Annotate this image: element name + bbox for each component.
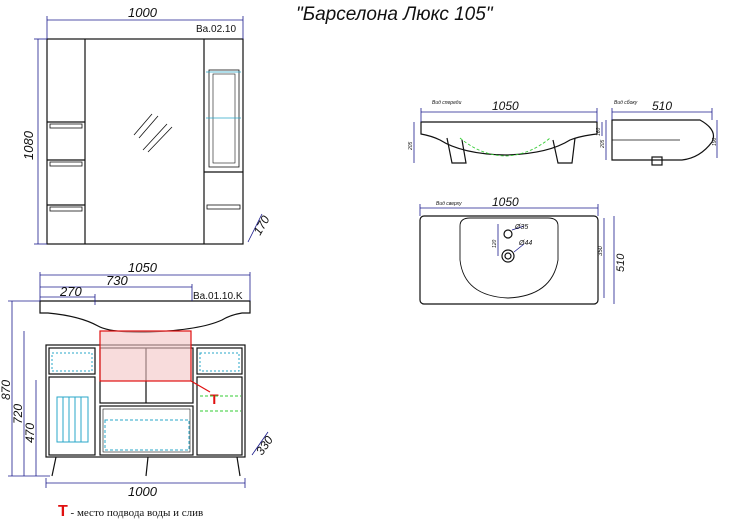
sink-top-hole2-label: Ø44 [518,240,532,247]
sink-top-view-label: Вид сверху [436,201,462,207]
vanity-code-label: Ba.01.10.K [193,291,243,302]
sink-front-view [420,121,598,164]
water-supply-mark-icon: Т [58,503,68,520]
sink-front-width-label: 1050 [492,99,519,113]
vanity-top-width-label: 1050 [128,260,158,275]
vanity-720-label: 720 [11,404,25,424]
sink-top-view [419,215,599,305]
vanity-870-label: 870 [0,380,13,400]
sink-side-depth-label: 510 [652,99,672,113]
sink-front-inner-label: 160 [596,127,602,136]
sink-front-height-label: 205 [408,141,414,151]
drawing-title: "Барселона Люкс 105" [296,4,493,25]
mirror-depth-label: 170 [250,213,272,238]
legend: Т - место подвода воды и слив [58,503,203,521]
vanity-depth-label: 330 [253,433,276,458]
sink-side-view [611,119,715,166]
sink-top-hole1-label: Ø35 [514,224,528,231]
mirror-code-label: Ba.02.10 [196,24,236,35]
sink-side-inner-label: 190 [712,137,718,146]
sink-top-depth-label: 510 [615,253,627,272]
vanity-270-label: 270 [59,284,82,299]
legend-text: - место подвода воды и слив [67,507,204,519]
vanity-470-label: 470 [23,423,37,443]
vanity-bottom-width-label: 1000 [128,484,158,499]
sink-top-inner-label: 350 [598,245,604,256]
sink-front-view-label: Вид спереди [432,100,462,106]
svg-text:Т: Т [210,391,219,407]
mirror-width-label: 1000 [128,5,158,20]
mirror-height-label: 1080 [21,130,36,160]
vanity-730-label: 730 [106,273,128,288]
sink-side-height-label: 205 [600,139,606,149]
sink-top-offset-label: 120 [492,239,498,248]
sink-side-view-label: Вид сбоку [614,100,638,106]
mirror-cabinet [46,38,244,245]
sink-top-width-label: 1050 [492,195,519,209]
